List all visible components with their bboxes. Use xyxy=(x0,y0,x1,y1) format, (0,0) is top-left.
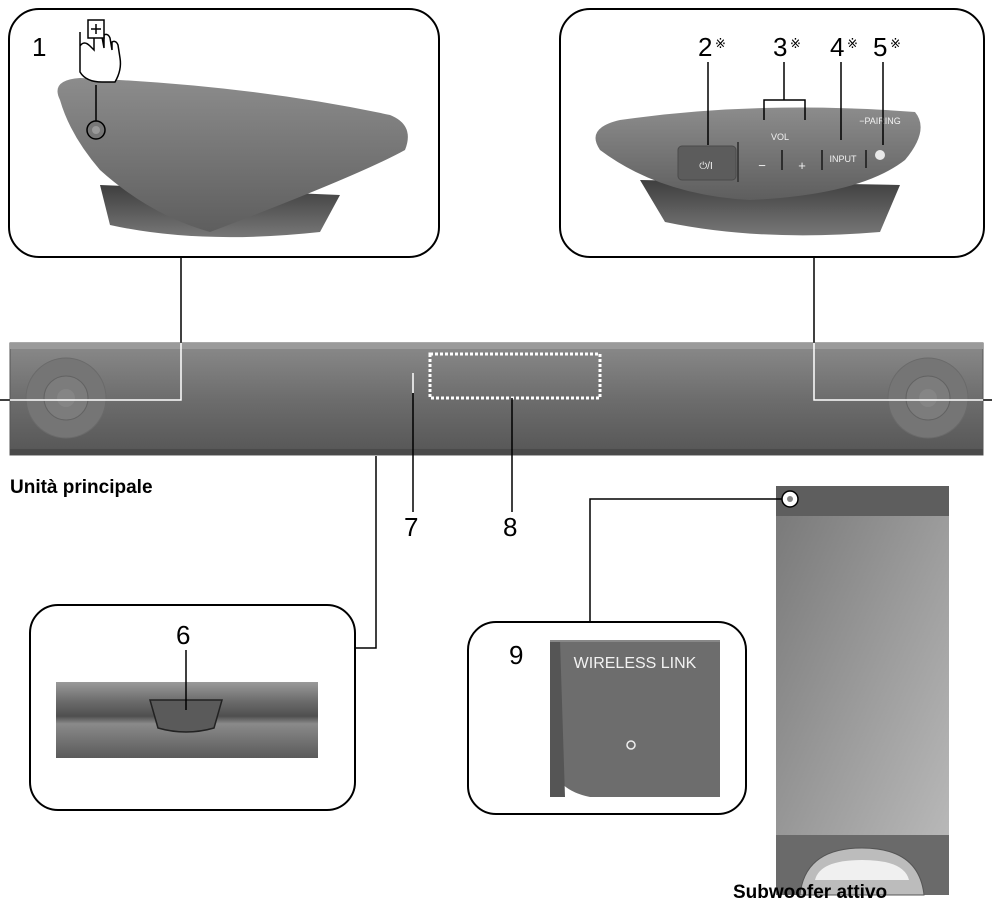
callout-6: 6 xyxy=(176,620,190,650)
vol-label: VOL xyxy=(771,132,789,142)
wireless-link-label: WIRELESS LINK xyxy=(574,655,697,672)
caption-subwoofer: Subwoofer attivo xyxy=(733,882,887,903)
callout-2: 2 xyxy=(698,32,712,62)
asterisk-5: ※ xyxy=(890,37,901,52)
panel-bottom-connector: 6 xyxy=(29,604,356,811)
touch-hand-icon xyxy=(79,19,122,83)
input-label: INPUT xyxy=(830,154,858,164)
asterisk-2: ※ xyxy=(715,37,726,52)
callout-8: 8 xyxy=(503,512,517,542)
callout-5: 5 xyxy=(873,32,887,62)
callout-3: 3 xyxy=(773,32,787,62)
callout-9: 9 xyxy=(509,640,523,670)
subwoofer xyxy=(776,486,949,896)
callout-4: 4 xyxy=(830,32,844,62)
vol-plus-label: + xyxy=(798,158,806,173)
panel-wireless-link: WIRELESS LINK 9 xyxy=(467,621,747,815)
display-area xyxy=(428,352,602,400)
callout-7: 7 xyxy=(404,512,418,542)
bluetooth-icon xyxy=(875,150,885,160)
panel-top-controls: ⏻/I VOL − + INPUT −PAIRING 2 ※ 3 ※ 4 ※ 5… xyxy=(559,8,985,258)
panel-side-sensor: 1 xyxy=(8,8,440,258)
callout-1: 1 xyxy=(32,32,46,62)
pairing-label: −PAIRING xyxy=(859,116,901,126)
main-unit-soundbar xyxy=(9,342,984,456)
power-button-label: ⏻/I xyxy=(699,161,712,172)
asterisk-4: ※ xyxy=(847,37,858,52)
asterisk-3: ※ xyxy=(790,37,801,52)
caption-main-unit: Unità principale xyxy=(10,477,153,498)
vol-minus-label: − xyxy=(758,158,766,173)
